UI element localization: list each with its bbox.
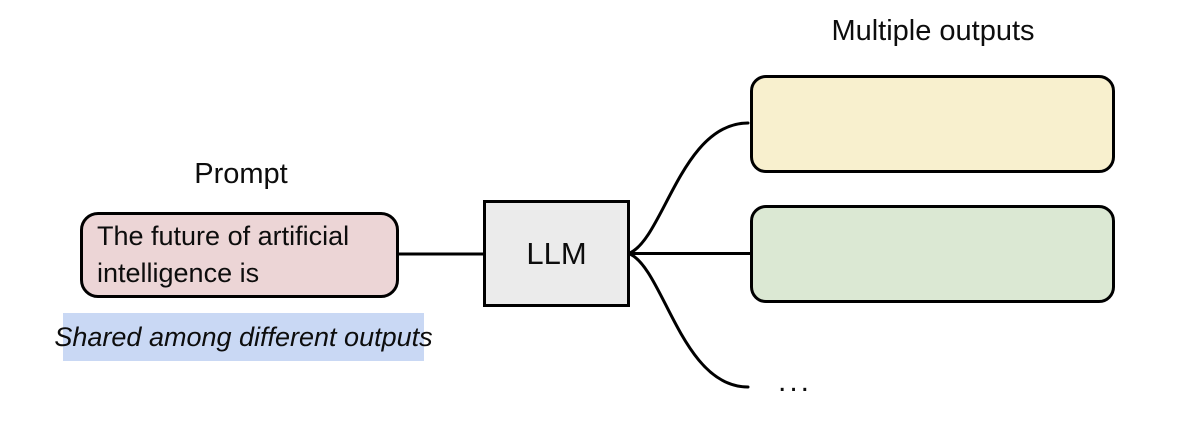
prompt-box: The future of artificial intelligence is	[80, 212, 399, 298]
shared-note-text: Shared among different outputs	[54, 321, 433, 352]
multiple-outputs-label: Multiple outputs	[831, 15, 1035, 47]
llm-to-ellipsis-curve	[628, 252, 750, 389]
shared-note-highlight: Shared among different outputs	[54, 313, 433, 361]
output-box-2	[750, 205, 1115, 303]
llm-label: LLM	[526, 236, 587, 271]
output-box-1	[750, 75, 1115, 173]
llm-to-output1-curve	[628, 121, 750, 255]
prompt-box-text: The future of artificial intelligence is	[97, 221, 350, 288]
llm-box: LLM	[483, 200, 630, 307]
more-outputs-ellipsis: ...	[778, 365, 813, 398]
prompt-label: Prompt	[194, 158, 288, 190]
